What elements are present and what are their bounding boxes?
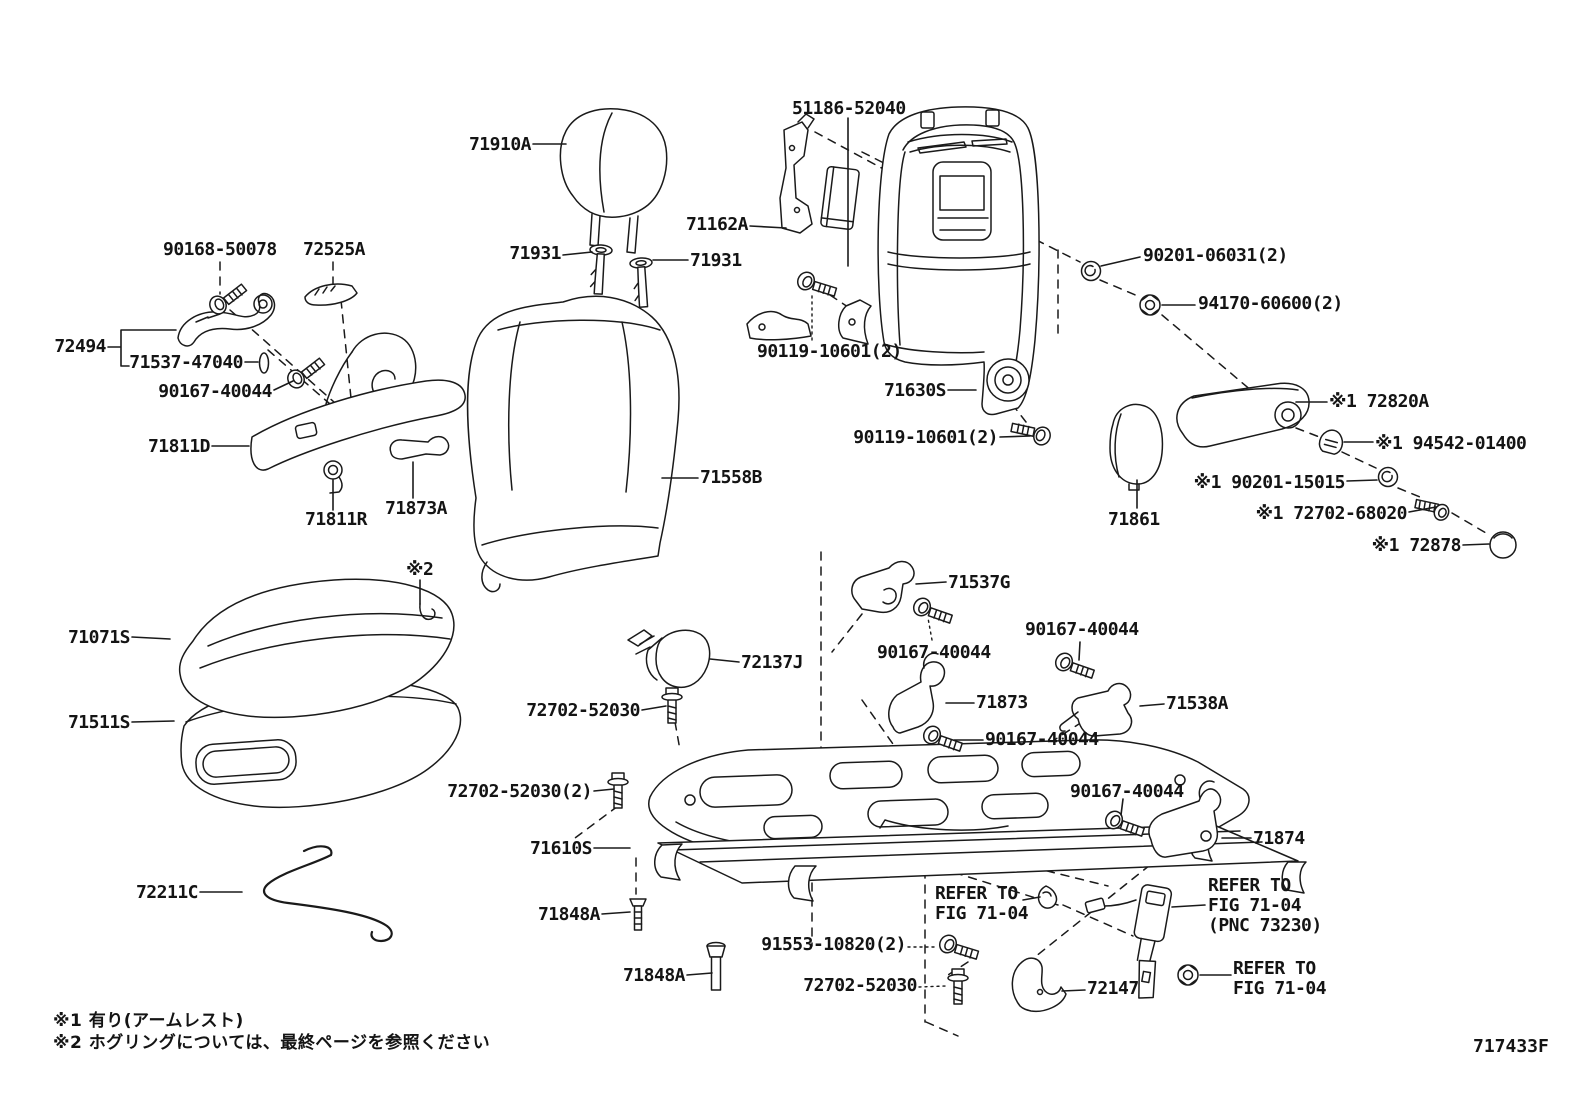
cover-72147-drawing xyxy=(1011,957,1067,1013)
hog-ring-wire-72211c-drawing xyxy=(262,845,393,943)
label-refer-fig7104-a: REFER TO FIG 71-04 xyxy=(935,883,1029,924)
footnote-hog-ring: ※2 ホグリングについては、最終ページを参照ください xyxy=(53,1033,491,1053)
cover-72137j-drawing xyxy=(627,629,711,689)
label-refer-fig7104-pnc: REFER TO FIG 71-04 (PNC 73230) xyxy=(1208,875,1322,936)
bracket-71873a-drawing xyxy=(389,435,450,460)
label-72878: ※1 72878 xyxy=(1371,535,1462,556)
backboard-bracket-drawing xyxy=(779,113,815,234)
label-91553-10820: 91553-10820(2) xyxy=(761,934,906,955)
belt-buckle-drawing xyxy=(1084,884,1173,999)
label-90167-40044-c: 90167-40044 xyxy=(1025,619,1139,640)
label-90167-40044-b: 90167-40044 xyxy=(877,642,991,663)
label-71537g: 71537G xyxy=(948,572,1011,593)
label-71537-47040: 71537-47040 xyxy=(129,352,243,373)
label-72702-52030-a: 72702-52030 xyxy=(526,700,640,721)
label-71511s: 71511S xyxy=(67,712,131,733)
label-71910a: 71910A xyxy=(468,134,532,155)
label-71861: 71861 xyxy=(1108,509,1160,530)
clip-refer-fig7104 xyxy=(1037,885,1058,909)
seatback-frame-drawing xyxy=(746,106,1040,416)
label-94542-01400: ※1 94542-01400 xyxy=(1375,433,1527,454)
label-72137j: 72137J xyxy=(741,652,804,673)
label-90201-15015: ※1 90201-15015 xyxy=(1193,472,1346,493)
seat-track-71610s-drawing xyxy=(648,739,1307,902)
label-72702-52030-c: 72702-52030 xyxy=(803,975,917,996)
label-90119-10601-a: 90119-10601(2) xyxy=(757,341,902,362)
bracket-71538a-drawing xyxy=(1059,682,1133,737)
bracket-71873-drawing xyxy=(888,652,946,734)
label-refer-fig7104-b: REFER TO FIG 71-04 xyxy=(1233,958,1327,999)
label-71931-left: 71931 xyxy=(509,243,561,264)
label-71931-right: 71931 xyxy=(690,250,742,271)
label-90168-50078: 90168-50078 xyxy=(163,239,277,260)
label-72702-52030-b: 72702-52030(2) xyxy=(447,781,592,802)
label-90167-40044-e: 90167-40044 xyxy=(1070,781,1184,802)
recliner-handle-drawing xyxy=(177,292,276,347)
footnote-armrest: ※1 有り(アームレスト) xyxy=(53,1011,244,1031)
label-71874: 71874 xyxy=(1253,828,1305,849)
label-71811d: 71811D xyxy=(147,436,211,457)
label-72147: 72147 xyxy=(1087,978,1139,999)
ecu-box-drawing xyxy=(820,165,860,231)
armrest-drawing xyxy=(1176,382,1310,448)
bracket-71537g-drawing xyxy=(851,560,915,614)
label-72525a: 72525A xyxy=(303,239,366,260)
leader-lines-dotted xyxy=(811,293,947,988)
recline-knob-drawing xyxy=(1109,403,1164,491)
leader-lines xyxy=(107,117,1490,992)
label-71873a: 71873A xyxy=(385,498,448,519)
label-72494: 72494 xyxy=(54,336,106,357)
label-71848a-a: 71848A xyxy=(537,904,601,925)
cushion-pad-71071s-drawing xyxy=(178,578,455,719)
label-71630s: 71630S xyxy=(883,380,947,401)
label-90119-10601-b: 90119-10601(2) xyxy=(853,427,998,448)
reclining-cover-71811d-drawing xyxy=(250,332,466,471)
label-71610s: 71610S xyxy=(529,838,593,859)
label-71162a: 71162A xyxy=(685,214,749,235)
label-note2-mark: ※2 xyxy=(406,559,434,580)
figure-code: 717433F xyxy=(1473,1036,1549,1057)
seatback-cover-drawing xyxy=(466,295,680,593)
knob-71811r-drawing xyxy=(323,460,343,494)
label-71811r: 71811R xyxy=(305,509,368,530)
label-72702-68020: ※1 72702-68020 xyxy=(1255,503,1408,524)
label-71538a: 71538A xyxy=(1166,693,1229,714)
hook-mark-note2 xyxy=(419,603,436,621)
bush-71537-47040 xyxy=(258,352,270,374)
label-71071s: 71071S xyxy=(67,627,131,648)
bracket-71874-drawing xyxy=(1148,780,1222,858)
label-71848a-b: 71848A xyxy=(622,965,686,986)
label-90167-40044-d: 90167-40044 xyxy=(985,729,1099,750)
label-72211c: 72211C xyxy=(135,882,199,903)
label-71873: 71873 xyxy=(976,692,1028,713)
label-51186-52040: 51186-52040 xyxy=(792,98,906,119)
label-94170-60600: 94170-60600(2) xyxy=(1198,293,1343,314)
label-72820a: ※1 72820A xyxy=(1329,391,1429,412)
handle-cover-72525a-drawing xyxy=(304,283,358,306)
label-71558b: 71558B xyxy=(700,467,763,488)
label-90201-06031: 90201-06031(2) xyxy=(1143,245,1288,266)
label-90167-40044-a: 90167-40044 xyxy=(158,381,272,402)
headrest-drawing xyxy=(559,108,668,254)
